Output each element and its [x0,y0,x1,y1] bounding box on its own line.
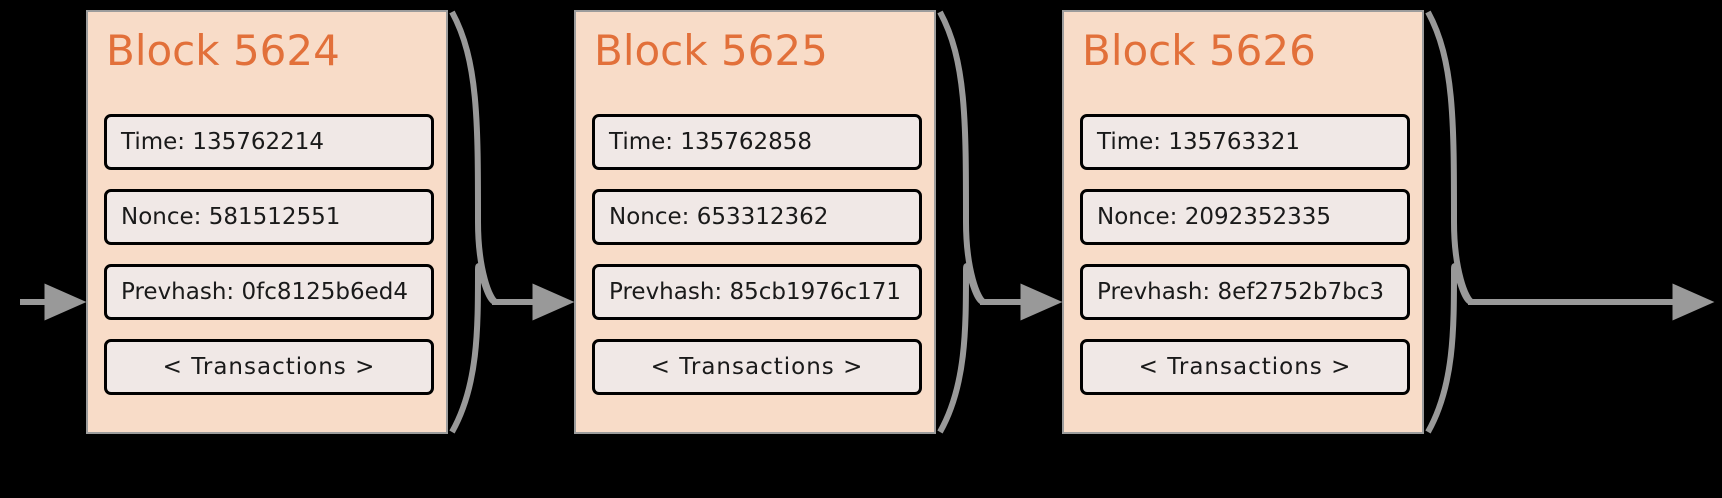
field-prevhash-text: Prevhash: 0fc8125b6ed4 [121,279,408,305]
field-time: Time: 135763321 [1080,114,1410,170]
field-prevhash: Prevhash: 8ef2752b7bc3 [1080,264,1410,320]
field-time: Time: 135762214 [104,114,434,170]
field-transactions-text: < Transactions > [162,354,376,380]
block-card-1[interactable]: Block 5625 Time: 135762858 Nonce: 653312… [574,10,936,434]
field-transactions-text: < Transactions > [1138,354,1352,380]
field-nonce: Nonce: 2092352335 [1080,189,1410,245]
field-time-text: Time: 135762858 [609,129,813,155]
arrow-5625-to-5626 [937,10,1063,434]
field-prevhash-text: Prevhash: 85cb1976c171 [609,279,902,305]
block-card-0[interactable]: Block 5624 Time: 135762214 Nonce: 581512… [86,10,448,434]
field-nonce: Nonce: 581512551 [104,189,434,245]
field-nonce: Nonce: 653312362 [592,189,922,245]
block-title: Block 5624 [106,26,340,75]
field-time-text: Time: 135763321 [1097,129,1301,155]
field-transactions-text: < Transactions > [650,354,864,380]
outbound-arrow [1425,10,1715,434]
block-title: Block 5626 [1082,26,1316,75]
block-card-2[interactable]: Block 5626 Time: 135763321 Nonce: 209235… [1062,10,1424,434]
field-nonce-text: Nonce: 653312362 [609,204,829,230]
field-time: Time: 135762858 [592,114,922,170]
field-time-text: Time: 135762214 [121,129,325,155]
block-title: Block 5625 [594,26,828,75]
field-nonce-text: Nonce: 581512551 [121,204,341,230]
field-transactions[interactable]: < Transactions > [1080,339,1410,395]
field-prevhash: Prevhash: 0fc8125b6ed4 [104,264,434,320]
block-fields: Time: 135762858 Nonce: 653312362 Prevhas… [592,114,922,395]
arrow-5624-to-5625 [449,10,575,434]
block-fields: Time: 135762214 Nonce: 581512551 Prevhas… [104,114,434,395]
field-transactions[interactable]: < Transactions > [592,339,922,395]
field-transactions[interactable]: < Transactions > [104,339,434,395]
field-nonce-text: Nonce: 2092352335 [1097,204,1332,230]
field-prevhash-text: Prevhash: 8ef2752b7bc3 [1097,279,1384,305]
field-prevhash: Prevhash: 85cb1976c171 [592,264,922,320]
block-fields: Time: 135763321 Nonce: 2092352335 Prevha… [1080,114,1410,395]
